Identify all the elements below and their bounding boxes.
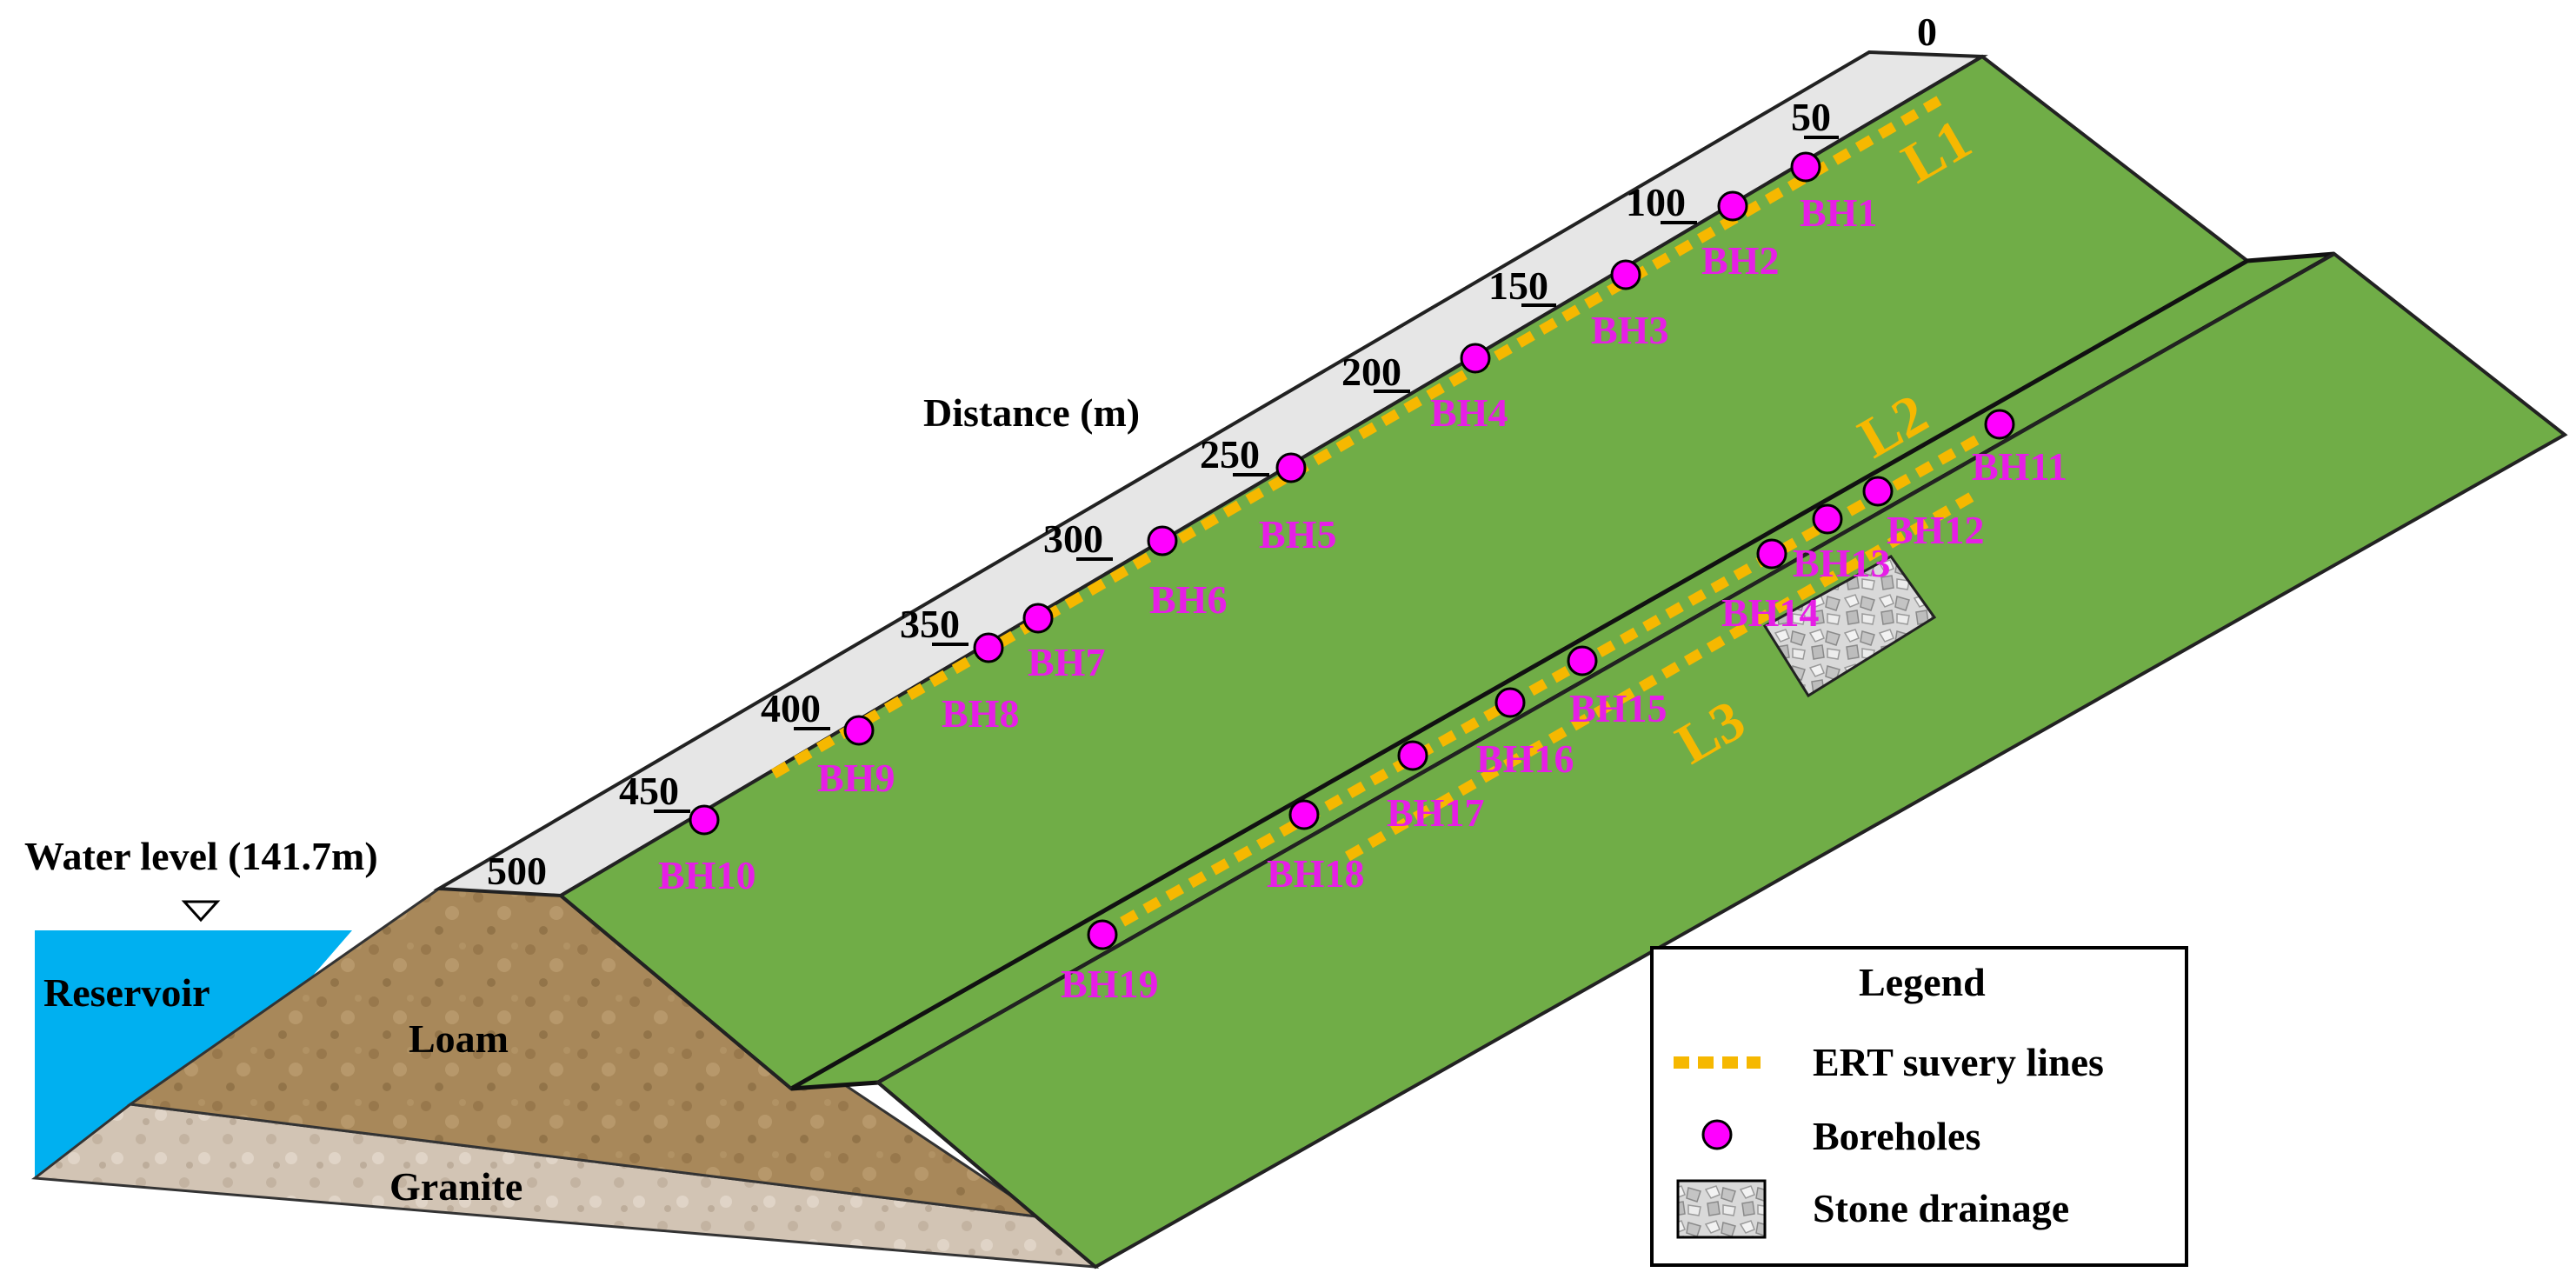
borehole-label-BH1: BH1 (1800, 190, 1877, 235)
borehole-BH15 (1567, 645, 1598, 676)
legend-stone-drainage-symbol (1676, 1179, 1767, 1239)
distance-axis-title: Distance (m) (923, 390, 1140, 435)
borehole-label-BH12: BH12 (1887, 508, 1984, 552)
tick-label-450: 450 (619, 769, 679, 813)
borehole-BH16 (1494, 687, 1526, 718)
legend: Legend ERT suvery lines Boreholes Stone … (1650, 946, 2188, 1267)
granite-label: Granite (389, 1164, 523, 1209)
tick-label-350: 350 (900, 602, 960, 646)
survey-line-L1 (770, 90, 1951, 779)
tick-label-0: 0 (1917, 10, 1937, 54)
tick-label-100: 100 (1626, 180, 1686, 224)
borehole-label-BH9: BH9 (817, 756, 895, 800)
borehole-BH8 (973, 632, 1004, 663)
borehole-BH2 (1717, 190, 1748, 222)
borehole-label-BH4: BH4 (1430, 390, 1508, 435)
distance-axis: 0 50 100 150 200 250 300 350 400 450 500 (487, 10, 1937, 893)
tick-label-250: 250 (1200, 432, 1260, 476)
borehole-BH18 (1288, 799, 1320, 830)
borehole-label-BH6: BH6 (1149, 577, 1227, 622)
borehole-BH17 (1397, 740, 1428, 771)
legend-title: Legend (1859, 960, 1986, 1004)
borehole-label-BH10: BH10 (658, 853, 755, 897)
borehole-label-BH15: BH15 (1569, 686, 1667, 730)
borehole-label-BH14: BH14 (1721, 590, 1819, 635)
water-level-marker (181, 900, 221, 923)
borehole-BH9 (843, 715, 875, 746)
stone-drainage (1762, 555, 1937, 698)
borehole-label-BH17: BH17 (1387, 790, 1484, 835)
borehole-label-BH8: BH8 (942, 691, 1019, 736)
borehole-BH11 (1984, 409, 2015, 440)
loam-label: Loam (409, 1016, 509, 1061)
boreholes (689, 151, 2015, 950)
legend-item-survey-lines: ERT suvery lines (1813, 1040, 2104, 1084)
borehole-BH13 (1812, 503, 1843, 535)
borehole-BH10 (689, 804, 720, 836)
borehole-BH3 (1610, 259, 1641, 290)
tick-label-500: 500 (487, 849, 547, 893)
borehole-label-BH11: BH11 (1972, 444, 2067, 489)
borehole-BH7 (1022, 603, 1054, 634)
legend-borehole-symbol (1701, 1119, 1733, 1150)
tick-label-300: 300 (1043, 516, 1103, 561)
water-level-label: Water level (141.7m) (24, 834, 378, 878)
loam-slope-edge (559, 894, 793, 1090)
borehole-BH19 (1087, 919, 1118, 950)
survey-line-L3 (1345, 490, 1976, 862)
tick-label-200: 200 (1341, 350, 1401, 394)
borehole-BH14 (1756, 538, 1787, 570)
borehole-label-BH3: BH3 (1591, 308, 1668, 352)
borehole-BH6 (1147, 525, 1178, 556)
base-edge (876, 1081, 1097, 1269)
borehole-BH1 (1790, 151, 1821, 183)
tick-label-150: 150 (1488, 263, 1548, 308)
reservoir-label: Reservoir (43, 970, 210, 1015)
borehole-label-BH18: BH18 (1267, 851, 1364, 896)
borehole-label-BH2: BH2 (1701, 238, 1779, 283)
borehole-label-BH13: BH13 (1793, 541, 1890, 585)
borehole-BH5 (1275, 452, 1307, 483)
legend-item-boreholes: Boreholes (1813, 1114, 1980, 1158)
borehole-label-BH7: BH7 (1028, 640, 1105, 684)
borehole-BH12 (1862, 476, 1894, 507)
borehole-BH4 (1460, 343, 1491, 374)
tick-label-400: 400 (761, 686, 821, 730)
borehole-label-BH5: BH5 (1259, 512, 1336, 556)
borehole-label-BH16: BH16 (1476, 736, 1574, 781)
borehole-label-BH19: BH19 (1061, 962, 1158, 1006)
tick-label-50: 50 (1791, 95, 1831, 139)
legend-item-stone-drainage: Stone drainage (1813, 1186, 2069, 1230)
borehole-labels: BH1 BH2 BH3 BH4 BH5 BH6 BH7 BH8 BH9 BH10… (658, 190, 2067, 1006)
